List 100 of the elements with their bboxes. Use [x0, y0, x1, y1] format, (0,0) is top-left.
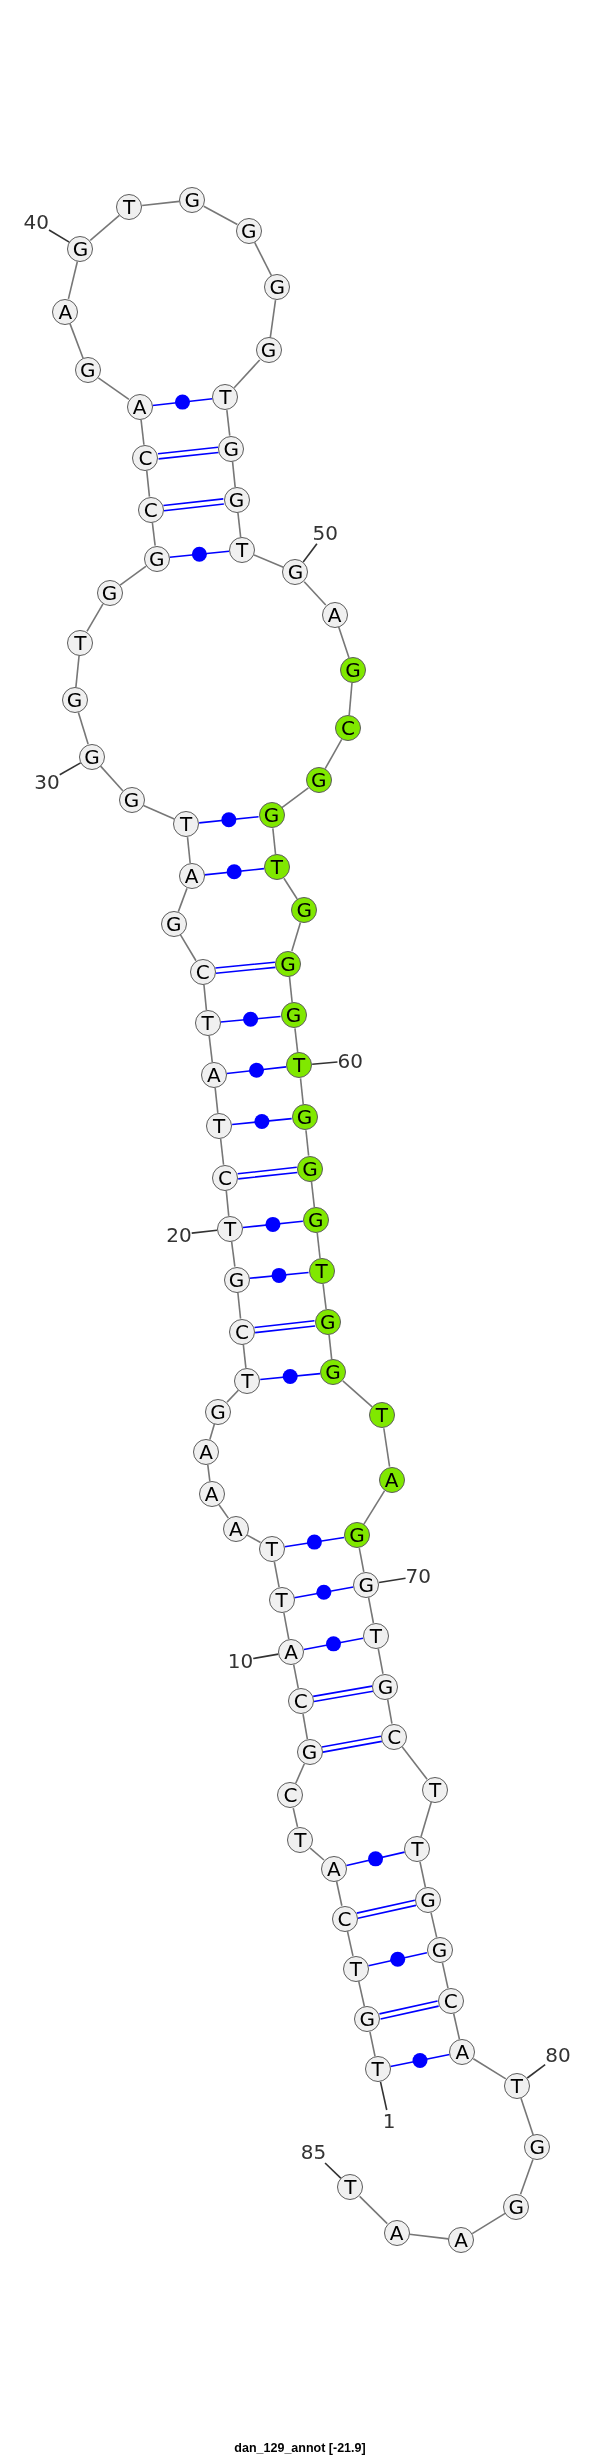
- backbone-line: [218, 1504, 230, 1519]
- backbone-line: [369, 2031, 376, 2058]
- nucleotide: T: [362, 1622, 389, 1649]
- backbone-line: [348, 682, 353, 716]
- base-pair-line: [355, 1899, 417, 1920]
- backbone-line: [226, 409, 231, 437]
- highlighted-nucleotide: G: [314, 1308, 341, 1335]
- base-pair-line: [157, 446, 220, 460]
- nucleotide: A: [198, 1481, 225, 1508]
- nucleotide: G: [223, 487, 250, 513]
- backbone-line: [322, 1283, 327, 1310]
- nucleotide: C: [277, 1782, 304, 1809]
- backbone-line: [386, 1698, 393, 1725]
- leader-line: [324, 2162, 342, 2180]
- backbone-line: [452, 2012, 461, 2040]
- backbone-line: [292, 1663, 300, 1690]
- backbone-line: [291, 921, 302, 952]
- nucleotide: A: [320, 1855, 347, 1882]
- nucleotide: T: [342, 1955, 369, 1982]
- base-pair-line: [231, 1114, 293, 1130]
- backbone-line: [151, 521, 156, 547]
- backbone-line: [281, 787, 310, 809]
- backbone-line: [377, 1647, 384, 1675]
- nucleotide: G: [353, 1571, 380, 1598]
- highlighted-nucleotide: C: [335, 715, 362, 742]
- nucleotide: G: [255, 337, 282, 364]
- backbone-line: [233, 359, 261, 389]
- backbone-line: [119, 565, 147, 586]
- backbone-line: [253, 554, 285, 569]
- base-pair-line: [162, 498, 225, 512]
- highlighted-nucleotide: G: [343, 1522, 370, 1549]
- nucleotide: A: [178, 863, 205, 890]
- base-pair-line: [321, 1735, 383, 1753]
- nucleotide: G: [78, 743, 105, 770]
- backbone-line: [358, 2195, 389, 2225]
- nucleotide: T: [364, 2056, 391, 2083]
- nucleotide: G: [372, 1673, 399, 1700]
- nucleotide: G: [415, 1887, 442, 1913]
- nucleotide: G: [223, 1266, 250, 1293]
- backbone-line: [208, 1035, 214, 1063]
- nucleotide: T: [337, 2174, 364, 2201]
- nucleotide: G: [264, 274, 291, 301]
- highlighted-nucleotide: T: [263, 854, 290, 881]
- nucleotide: A: [383, 2219, 410, 2246]
- backbone-line: [186, 836, 191, 865]
- nucleotide: T: [173, 811, 200, 838]
- backbone-line: [299, 1077, 305, 1106]
- backbone-line: [214, 1087, 219, 1114]
- backbone-line: [358, 1547, 365, 1573]
- backbone-line: [202, 205, 239, 226]
- nucleotide: T: [229, 537, 256, 563]
- base-pair-line: [168, 546, 230, 562]
- nucleotide: A: [278, 1638, 305, 1665]
- nucleotide: C: [437, 1987, 464, 2014]
- nucleotide: G: [205, 1398, 232, 1425]
- nucleotide: A: [449, 2038, 476, 2065]
- backbone-line: [324, 738, 343, 770]
- base-pair-line: [151, 394, 214, 410]
- backbone-line: [242, 1343, 247, 1369]
- base-pair-line: [303, 1636, 364, 1652]
- base-pair-line: [345, 1851, 406, 1867]
- backbone-line: [292, 1807, 299, 1828]
- backbone-line: [231, 460, 236, 488]
- backbone-line: [367, 1596, 375, 1624]
- nucleotide: A: [321, 601, 348, 628]
- base-pair-line: [389, 2053, 451, 2069]
- nucleotide: G: [143, 545, 170, 572]
- nucleotide: T: [194, 1010, 221, 1037]
- backbone-line: [237, 1291, 242, 1320]
- highlighted-nucleotide: T: [308, 1258, 335, 1285]
- position-number: 70: [405, 1565, 431, 1588]
- backbone-line: [401, 1746, 428, 1781]
- nucleotide: G: [296, 1738, 323, 1765]
- nucleotide: G: [118, 787, 145, 814]
- backbone-line: [273, 1560, 280, 1588]
- highlighted-nucleotide: A: [378, 1466, 405, 1493]
- backbone-line: [309, 1847, 325, 1861]
- nucleotide: G: [426, 1937, 453, 1963]
- backbone-line: [269, 299, 277, 339]
- nucleotide: T: [116, 193, 143, 220]
- nucleotide: G: [218, 435, 245, 462]
- nucleotide: T: [258, 1535, 285, 1562]
- backbone-line: [86, 603, 104, 633]
- backbone-line: [316, 1232, 321, 1260]
- backbone-line: [419, 1861, 427, 1889]
- backbone-line: [472, 2057, 507, 2080]
- backbone-line: [362, 1489, 386, 1526]
- backbone-line: [441, 1961, 449, 1989]
- highlighted-nucleotide: G: [302, 1207, 329, 1233]
- highlighted-nucleotide: G: [340, 657, 367, 683]
- nucleotide: C: [189, 958, 216, 985]
- nucleotide: C: [381, 1723, 408, 1750]
- backbone-line: [207, 1464, 211, 1483]
- nucleotide: T: [217, 1215, 243, 1242]
- nucleotide: C: [132, 444, 159, 471]
- leader-line: [526, 2063, 546, 2079]
- nucleotide: A: [126, 393, 153, 420]
- nucleotide: G: [503, 2193, 530, 2220]
- backbone-line: [230, 1240, 236, 1268]
- backbone-line: [67, 260, 79, 300]
